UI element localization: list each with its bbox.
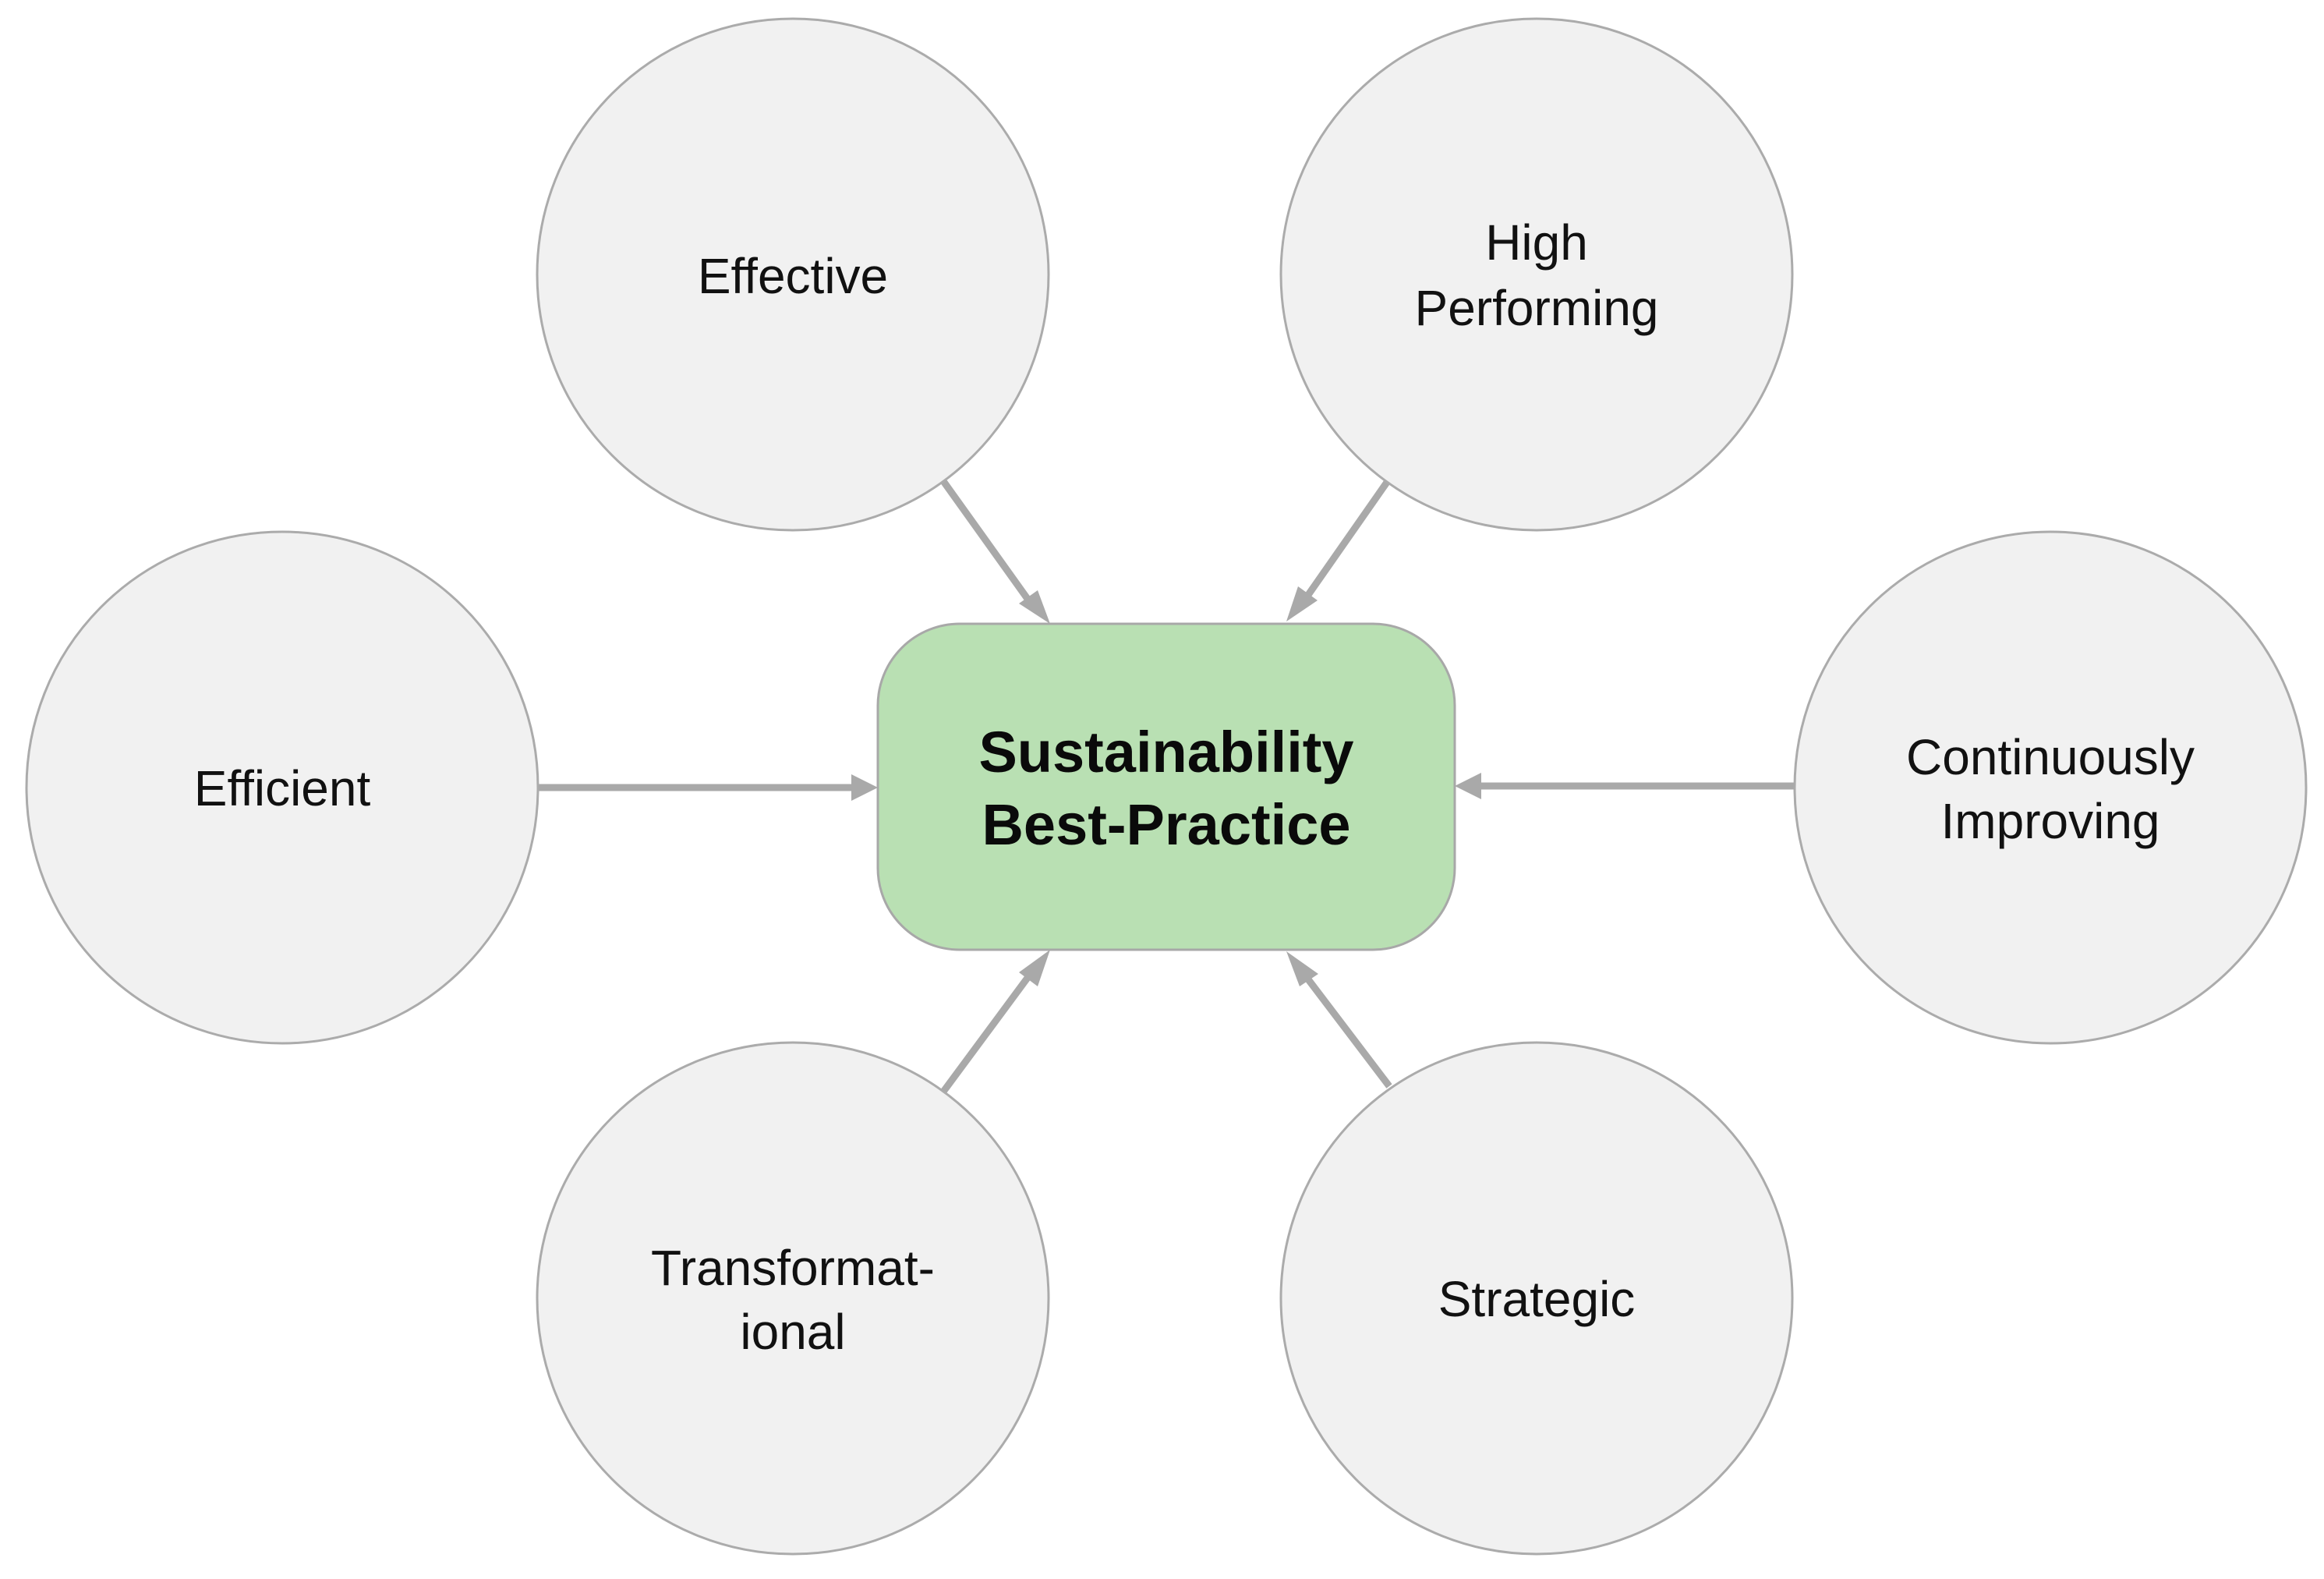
node-effective-label: Effective [698,248,888,304]
node-high-performing: High Performing [1279,17,1794,532]
center-node: Sustainability Best-Practice [876,622,1456,951]
node-efficient: Efficient [25,530,539,1045]
node-strategic-label: Strategic [1438,1271,1636,1327]
node-continuously-improving: Continuously Improving [1793,530,2308,1045]
connectors [538,479,1795,1094]
arrow-strategic [1286,951,1392,1089]
arrow-transformational [940,950,1050,1094]
node-transformational: Transformat- ional [536,1041,1050,1556]
node-strategic: Strategic [1279,1041,1794,1556]
node-high-performing-label-line1: High [1485,214,1588,271]
arrow-efficient [538,774,878,801]
arrow-effective [940,479,1050,624]
arrow-continuously-improving [1455,773,1795,799]
node-continuously-improving-label-line2: Improving [1941,793,2160,849]
node-transformational-label-line1: Transformat- [651,1240,935,1296]
arrow-high-performing [1286,479,1391,621]
node-effective: Effective [536,17,1050,532]
node-continuously-improving-label-line1: Continuously [1906,729,2195,785]
node-transformational-label-line2: ional [740,1304,845,1360]
center-label-line1: Sustainability [978,720,1353,784]
node-efficient-label: Efficient [194,760,371,816]
center-label-line2: Best-Practice [982,792,1350,857]
node-high-performing-label-line2: Performing [1415,280,1659,336]
